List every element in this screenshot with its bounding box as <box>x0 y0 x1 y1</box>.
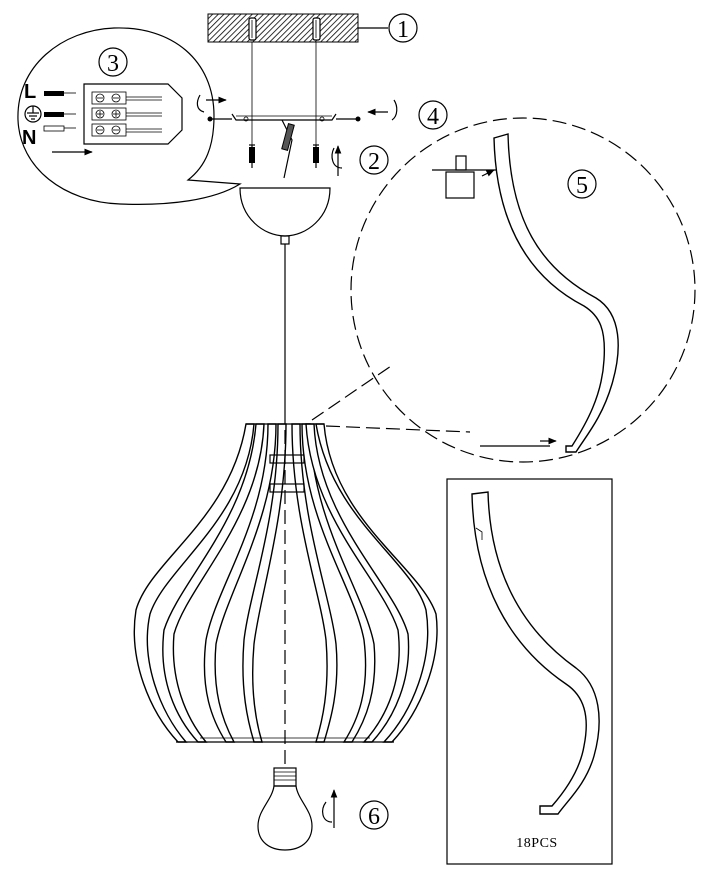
step-4-label: 4 <box>427 104 439 130</box>
rib-inner-right-1 <box>301 423 376 743</box>
ceiling-anchor-right <box>312 17 321 41</box>
step-2-circle <box>359 145 389 175</box>
terminal-block <box>83 83 183 145</box>
bulb-glass <box>257 785 313 851</box>
parts-box-frame <box>446 478 613 865</box>
rotate-arrow-step2 <box>331 145 343 176</box>
step-2-label: 2 <box>368 149 380 175</box>
parts-box-caption: 18PCS <box>516 836 557 851</box>
earth-ground-icon <box>24 105 42 123</box>
ceiling-hatch <box>207 13 359 43</box>
light-bulb <box>257 767 313 851</box>
ceiling-canopy <box>239 187 331 245</box>
bulb-base <box>273 767 297 787</box>
step-3-circle <box>98 47 128 77</box>
wiring-callout: 3 L <box>17 27 242 205</box>
step-4-circle <box>418 100 448 130</box>
wire-live-label: L <box>24 81 36 103</box>
step-1-label: 1 <box>397 17 409 43</box>
parts-box: 18PCS <box>446 478 613 865</box>
step-5-circle <box>567 169 597 199</box>
shade-hub-lower <box>269 483 305 493</box>
screw-left <box>249 144 255 168</box>
rotate-arrow-step6 <box>322 789 338 828</box>
detail-socket <box>432 155 500 199</box>
ceiling-section: 1 <box>207 13 418 43</box>
lamp-shade <box>133 423 438 743</box>
detail-hook-arrow <box>481 169 495 177</box>
mounting-bracket <box>207 113 361 122</box>
terminal-row-3 <box>91 123 162 137</box>
wire-earth <box>24 105 76 123</box>
shade-hub-upper <box>269 454 305 464</box>
ceiling-anchor-left <box>248 17 257 41</box>
detail-circle <box>350 117 696 463</box>
rotate-arrow-left <box>196 94 227 113</box>
step-6-label: 6 <box>368 804 380 830</box>
cable-connector <box>281 119 295 179</box>
zoom-leader-upper <box>311 363 395 421</box>
terminal-row-1 <box>91 91 162 105</box>
parts-rib <box>471 491 600 815</box>
step-1-circle <box>388 13 418 43</box>
step-6-circle <box>359 800 389 830</box>
wire-neutral-label: N <box>22 127 36 149</box>
zoom-leader-lower <box>325 425 471 433</box>
screw-right <box>313 144 319 168</box>
step-3-label: 3 <box>107 51 119 77</box>
wire-neutral: N <box>22 125 76 149</box>
parts-rib-notch <box>475 527 483 540</box>
wire-live: L <box>24 81 76 103</box>
rotate-arrow-right <box>367 99 398 121</box>
callout-bubble <box>17 27 242 205</box>
detail-rib <box>493 133 619 453</box>
terminal-row-2 <box>91 107 162 121</box>
step-5-label: 5 <box>576 173 588 199</box>
detail-zoom: 5 <box>311 117 696 463</box>
